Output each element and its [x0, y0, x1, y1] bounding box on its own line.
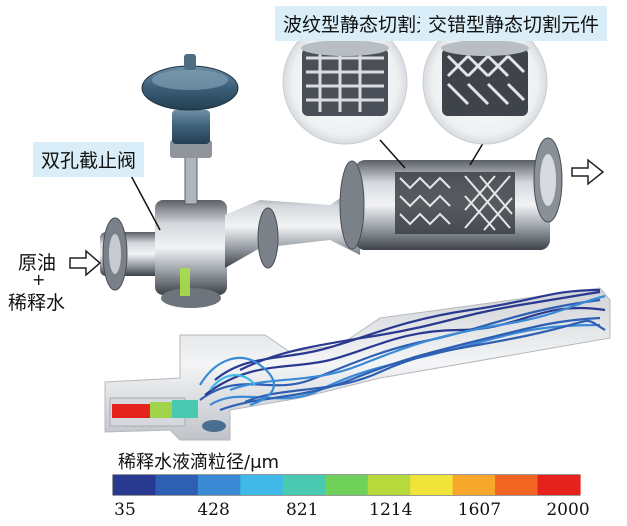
- colorbar-cell: [282, 475, 326, 495]
- cutting-elements: [399, 175, 513, 231]
- colorbar-tick-label: 821: [285, 500, 319, 520]
- colorbar-tick-label: 2000: [546, 500, 590, 520]
- colorbar-cell: [155, 475, 199, 495]
- inlet-crude-label: 原油: [18, 252, 57, 274]
- mixer-render: [69, 54, 605, 308]
- inlet-water-label: 稀释水: [8, 292, 66, 314]
- streamlines: [199, 288, 606, 412]
- outlet-arrow-icon: [571, 158, 605, 186]
- staggered-element-label: 交错型静态切割元件: [420, 6, 608, 41]
- colorbar-cell: [410, 475, 454, 495]
- corrugated-leader-line: [379, 139, 406, 169]
- colorbar-tick-label: 1607: [457, 500, 502, 520]
- colorbar-cell: [113, 475, 157, 495]
- colorbar-cell: [197, 475, 241, 495]
- colorbar-cell: [452, 475, 496, 495]
- colorbar-cell: [367, 475, 411, 495]
- valve-actuator-yoke: [172, 110, 210, 144]
- colorbar-tick-label: 1214: [369, 500, 413, 520]
- colorbar-title: 稀释水液滴粒径/μm: [118, 452, 280, 473]
- colorbar: [112, 474, 581, 496]
- inlet-arrow-icon: [69, 249, 102, 277]
- cfd-render: [104, 287, 611, 441]
- valve-label: 双孔截止阀: [33, 142, 145, 177]
- inlet-plus-label: +: [32, 270, 46, 289]
- valve-body: [155, 200, 227, 295]
- colorbar-cell: [537, 475, 581, 495]
- staggered-element-detail: [422, 19, 548, 145]
- valve-leader-line: [127, 169, 161, 231]
- colorbar-tick-label: 428: [197, 500, 230, 520]
- valve-stem: [184, 151, 198, 205]
- colorbar-cell: [495, 475, 539, 495]
- colorbar-cell: [325, 475, 369, 495]
- colorbar-cell: [240, 475, 284, 495]
- corrugated-element-detail: [282, 19, 408, 145]
- colorbar-tick-label: 35: [114, 500, 136, 520]
